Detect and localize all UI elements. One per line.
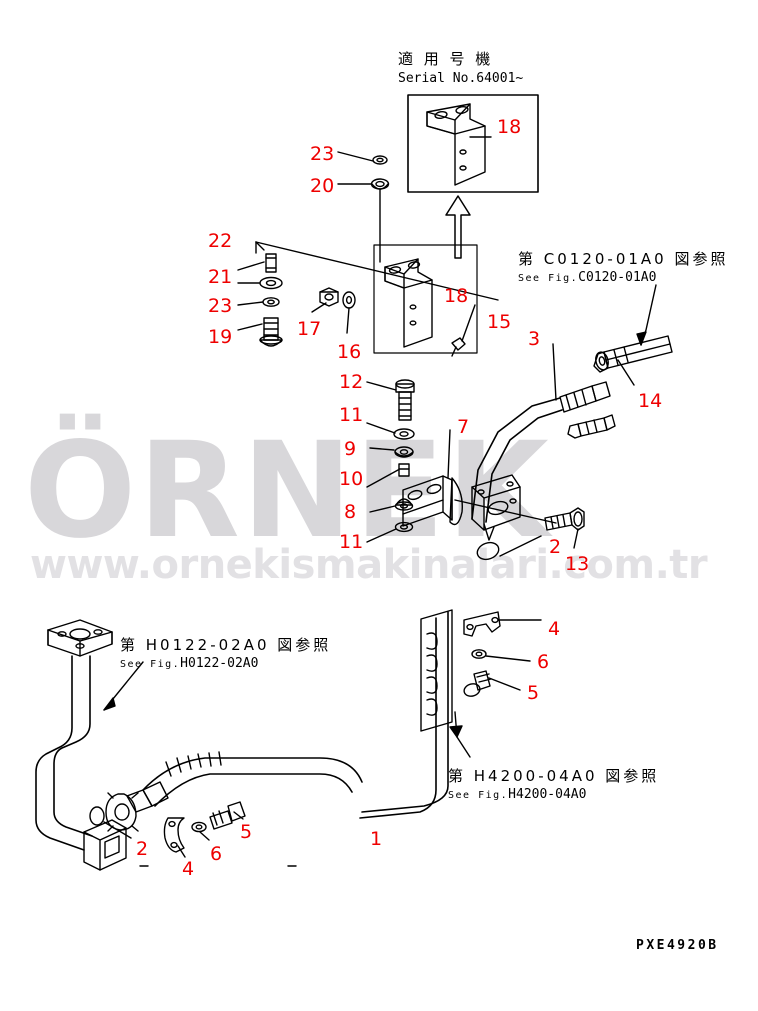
callout-6: 6 — [537, 651, 550, 673]
reference-h0122: 第 H0122-02A0 図参照 See Fig.H0122-02A0 — [120, 634, 331, 671]
reference-c0120-code: C0120-01A0 — [578, 270, 657, 285]
callout-3: 3 — [528, 328, 541, 350]
reference-h4200-cjk: 第 H4200-04A0 図参照 — [448, 767, 660, 785]
callout-8: 8 — [344, 501, 357, 523]
callout-2: 2 — [549, 536, 562, 558]
callout-23: 23 — [310, 143, 335, 165]
callout-4: 4 — [548, 618, 561, 640]
callout-4: 4 — [182, 858, 195, 880]
reference-h0122-latin: See Fig.H0122-02A0 — [120, 656, 331, 671]
callout-18: 18 — [497, 116, 522, 138]
callout-9: 9 — [344, 438, 357, 460]
callout-2: 2 — [136, 838, 149, 860]
reference-h0122-prefix: See Fig. — [120, 659, 181, 670]
reference-c0120-cjk: 第 C0120-01A0 図参照 — [518, 250, 729, 268]
callout-7: 7 — [457, 416, 470, 438]
callout-16: 16 — [337, 341, 362, 363]
drawing-number: PXE4920B — [636, 938, 719, 953]
reference-h4200-latin: See Fig.H4200-04A0 — [448, 787, 659, 802]
inset-title-cjk: 適 用 号 機 — [398, 50, 494, 68]
callout-12: 12 — [339, 371, 364, 393]
callout-17: 17 — [297, 318, 322, 340]
callout-10: 10 — [339, 468, 364, 490]
inset-title: 適 用 号 機 Serial No.64001~ — [398, 48, 523, 86]
callout-1: 1 — [370, 828, 383, 850]
reference-h4200: 第 H4200-04A0 図参照 See Fig.H4200-04A0 — [448, 765, 659, 802]
reference-c0120-latin: See Fig.C0120-01A0 — [518, 270, 729, 285]
callout-13: 13 — [565, 553, 590, 575]
callout-15: 15 — [487, 311, 512, 333]
callout-5: 5 — [240, 821, 253, 843]
callout-11: 11 — [339, 404, 364, 426]
reference-h4200-prefix: See Fig. — [448, 790, 509, 801]
callout-6: 6 — [210, 843, 223, 865]
callout-21: 21 — [208, 266, 233, 288]
callout-14: 14 — [638, 390, 663, 412]
callout-19: 19 — [208, 326, 233, 348]
reference-h0122-cjk: 第 H0122-02A0 図参照 — [120, 636, 332, 654]
reference-h0122-code: H0122-02A0 — [180, 656, 259, 671]
callout-18: 18 — [444, 285, 469, 307]
inset-title-latin: Serial No.64001~ — [398, 71, 524, 86]
reference-h4200-code: H4200-04A0 — [508, 787, 587, 802]
callout-22: 22 — [208, 230, 233, 252]
reference-c0120-prefix: See Fig. — [518, 273, 579, 284]
reference-c0120: 第 C0120-01A0 図参照 See Fig.C0120-01A0 — [518, 248, 729, 285]
callout-11: 11 — [339, 531, 364, 553]
callout-20: 20 — [310, 175, 335, 197]
callout-5: 5 — [527, 682, 540, 704]
callout-23: 23 — [208, 295, 233, 317]
